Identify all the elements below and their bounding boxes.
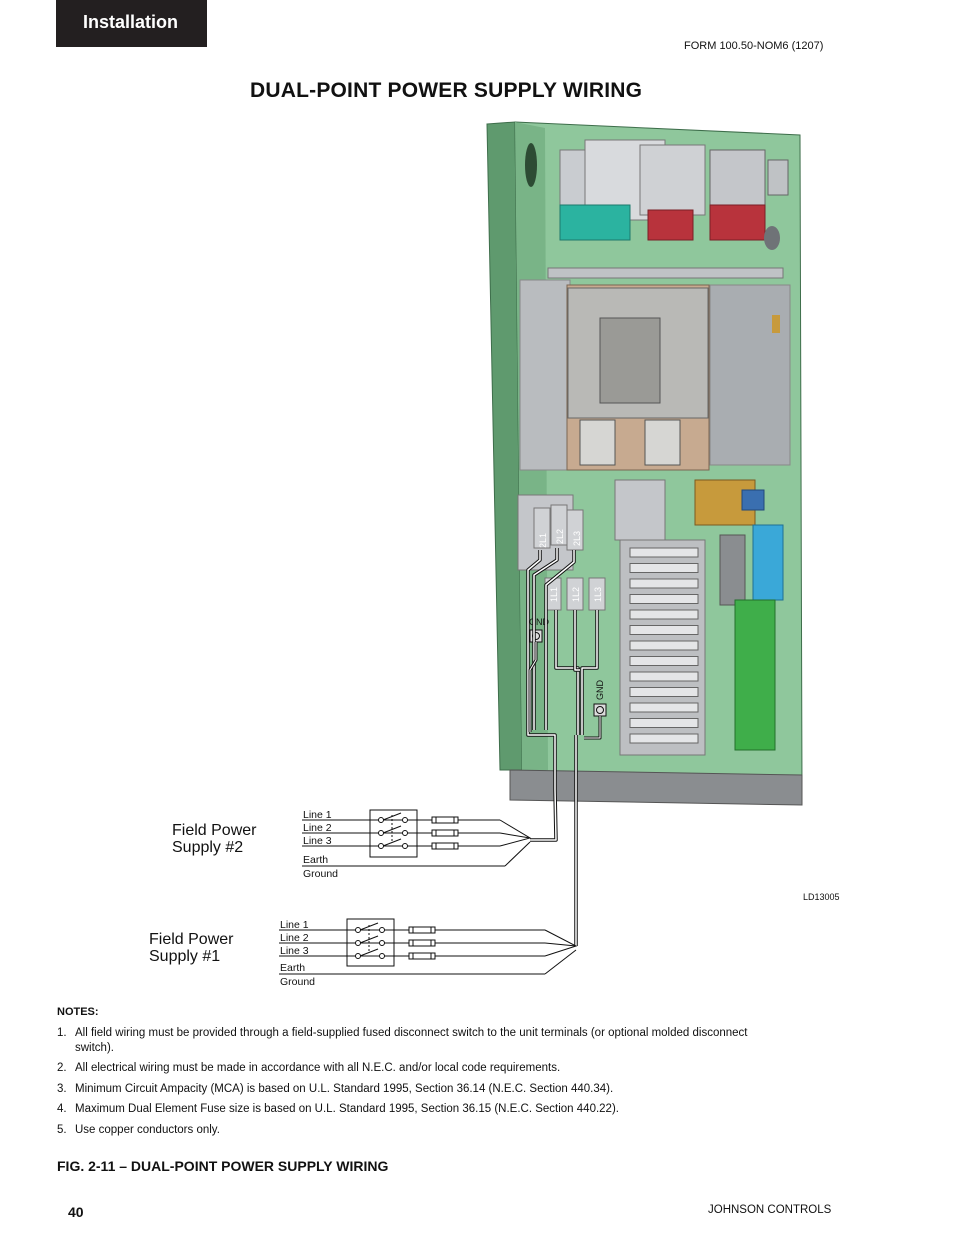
- gnd-label-supply2: GND: [529, 617, 550, 627]
- terminal-block-supply1: 1L1 1L2 1L3: [544, 577, 606, 611]
- note-text: Use copper conductors only.: [75, 1123, 220, 1136]
- section-tab: Installation: [56, 0, 207, 47]
- terminal-label-2l2: 2L2: [555, 529, 565, 544]
- electrical-panel-illustration: [486, 121, 803, 806]
- breaker: [629, 702, 699, 713]
- footer-company: JOHNSON CONTROLS: [708, 1204, 832, 1216]
- breaker: [629, 563, 699, 573]
- field-power-supply-2: Field Power Supply #2 Line 1 Line 2 Line…: [172, 809, 532, 880]
- terminal-label-2l1: 2L1: [538, 533, 548, 548]
- supply2-title-line2: Supply #2: [172, 839, 243, 856]
- wiring-supply2: [526, 548, 576, 842]
- note-text: Minimum Circuit Ampacity (MCA) is based …: [75, 1082, 614, 1095]
- note-text: All field wiring must be provided throug…: [75, 1027, 748, 1054]
- wiring-supply1: [554, 610, 602, 946]
- field-power-supply-1: Field Power Supply #1 Line 1 Line 2 Line…: [149, 918, 578, 988]
- note-item: 5. Use copper conductors only.: [57, 1123, 777, 1138]
- breaker: [629, 656, 699, 666]
- terminal-label-1l1: 1L1: [549, 587, 559, 602]
- terminal-block-supply2: 2L1 2L2 2L3: [533, 504, 584, 551]
- breaker: [629, 687, 699, 697]
- drawing-id: LD13005: [803, 892, 840, 902]
- page-number: 40: [68, 1204, 84, 1220]
- form-number: FORM 100.50-NOM6 (1207): [684, 40, 824, 52]
- supply1-title-line1: Field Power: [149, 931, 234, 948]
- supply1-line1-label: Line 1: [280, 919, 309, 931]
- note-item: 1. All field wiring must be provided thro…: [57, 1026, 777, 1055]
- note-text: Maximum Dual Element Fuse size is based …: [75, 1103, 619, 1115]
- note-text: All electrical wiring must be made in ac…: [75, 1062, 561, 1074]
- note-number: 2.: [57, 1062, 67, 1074]
- note-number: 4.: [57, 1103, 67, 1115]
- breaker: [629, 718, 699, 728]
- ground-terminal-supply1: GND: [593, 680, 607, 717]
- breaker: [629, 640, 699, 651]
- notes-list: 1. All field wiring must be provided thro…: [57, 1026, 777, 1143]
- gnd-label-supply1: GND: [595, 680, 605, 701]
- note-number: 1.: [57, 1027, 67, 1039]
- supply2-title-line1: Field Power: [172, 822, 257, 839]
- breaker: [629, 671, 699, 682]
- wiring-diagram: 2L1 2L2 2L3 1L1 1L2 1L3 GND GND: [149, 121, 840, 988]
- supply2-line3-label: Line 3: [303, 835, 332, 847]
- supply2-line2-label: Line 2: [303, 822, 332, 834]
- note-item: 4. Maximum Dual Element Fuse size is base…: [57, 1102, 777, 1117]
- breaker-rows: [629, 547, 699, 744]
- supply1-line3-label: Line 3: [280, 945, 309, 957]
- supply2-line1-label: Line 1: [303, 809, 332, 821]
- breaker: [629, 594, 699, 604]
- breaker: [629, 578, 699, 589]
- supply1-earth-label: Earth: [280, 962, 305, 974]
- supply2-ground-label: Ground: [303, 868, 338, 880]
- supply1-title-line2: Supply #1: [149, 948, 220, 965]
- breaker: [629, 547, 699, 558]
- breaker: [629, 625, 699, 635]
- terminal-label-1l2: 1L2: [571, 587, 581, 602]
- figure-caption: FIG. 2-11 – DUAL-POINT POWER SUPPLY WIRI…: [57, 1158, 389, 1174]
- note-number: 3.: [57, 1082, 67, 1095]
- supply1-line2-label: Line 2: [280, 932, 309, 944]
- supply2-earth-label: Earth: [303, 854, 328, 866]
- note-item: 2. All electrical wiring must be made in …: [57, 1061, 777, 1076]
- breaker: [629, 609, 699, 620]
- terminal-label-2l3: 2L3: [572, 531, 582, 546]
- breaker: [629, 733, 699, 744]
- note-item: 3. Minimum Circuit Ampacity (MCA) is base…: [57, 1082, 777, 1097]
- page-title: DUAL-POINT POWER SUPPLY WIRING: [250, 79, 643, 102]
- notes-heading: NOTES:: [57, 1006, 99, 1018]
- terminal-label-1l3: 1L3: [593, 587, 603, 602]
- supply1-ground-label: Ground: [280, 976, 315, 988]
- note-number: 5.: [57, 1123, 67, 1136]
